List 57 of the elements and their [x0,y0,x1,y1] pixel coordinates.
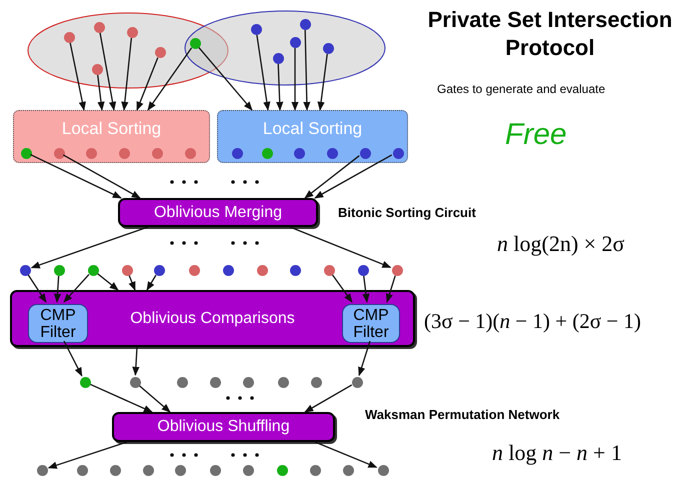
arrow [146,274,156,291]
arrow [304,384,352,413]
arrow [314,154,392,199]
annotation-text: n log(2n) × 2σ [497,230,625,258]
arrow [290,226,392,268]
annotation-text: (3σ − 1)(n − 1) + (2σ − 1) [424,308,641,335]
arrow [256,34,270,111]
process-label: Oblivious Merging [154,202,282,222]
arrow [97,74,105,111]
filter-box [342,304,400,343]
process-label: Local Sorting [262,118,362,140]
arrow [54,276,62,303]
filter-box [28,304,88,343]
annotation-text: n log n − n + 1 [492,439,622,467]
arrow [386,276,396,303]
arrow [63,274,90,303]
arrow [97,273,119,291]
process-box [118,198,318,227]
title: Private Set Intersection Protocol [426,6,674,62]
process-label: Oblivious Comparisons [130,308,295,328]
arrow [358,340,371,376]
process-box [10,290,415,347]
arrow [314,441,378,468]
arrow [362,276,370,303]
arrow [291,48,299,111]
arrow [30,226,148,268]
arrow [90,384,153,413]
arrow [317,54,328,111]
annotation-text: Waksman Permutation Network [365,406,560,424]
arrow [70,42,86,111]
arrow [136,57,158,111]
arrow [62,154,141,199]
arrow [128,275,136,291]
arrow [304,155,360,199]
arrow [147,48,192,111]
process-label: Oblivious Shuffling [157,417,290,437]
arrow [63,340,82,377]
arrow [276,64,284,111]
process-label: Local Sorting [62,118,162,140]
free-label: Free [505,117,567,153]
annotation-text: Bitonic Sorting Circuit [338,204,476,222]
arrow [303,30,310,111]
annotation-text: Gates to generate and evaluate [437,81,606,98]
process-box [217,110,408,163]
arrow [121,38,132,111]
arrow [139,385,171,413]
arrow [132,346,140,376]
arrow [28,274,47,303]
process-label: CMP Filter [39,306,77,340]
process-box [112,412,335,442]
arrow [332,274,353,303]
arrow [198,47,253,111]
arrow [48,441,128,469]
arrow [99,32,116,111]
arrow [30,154,122,199]
process-box [13,110,210,163]
process-label: CMP Filter [352,306,390,340]
